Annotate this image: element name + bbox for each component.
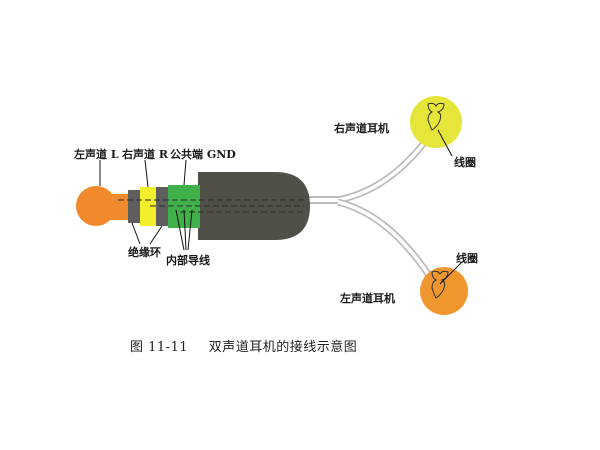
label-coil-bottom: 线圈 — [456, 252, 478, 265]
label-internal-wire: 内部导线 — [166, 254, 210, 267]
label-left-earphone: 左声道耳机 — [340, 292, 395, 305]
label-right-channel: 右声道 R — [122, 148, 168, 161]
label-left-channel: 左声道 L — [74, 148, 119, 161]
insulation-ring-1 — [128, 190, 140, 223]
label-right-earphone: 右声道耳机 — [334, 122, 389, 135]
caption-number: 图 11-11 — [130, 340, 189, 355]
cable-to-left-earphone — [337, 198, 435, 282]
right-earphone — [410, 96, 462, 148]
label-insulation-ring: 绝缘环 — [128, 246, 161, 259]
caption-text: 双声道耳机的接线示意图 — [208, 340, 358, 355]
cable-to-right-earphone — [337, 132, 433, 204]
coil-top-icon — [427, 102, 445, 131]
figure-caption: 图 11-11 双声道耳机的接线示意图 — [130, 336, 357, 355]
coil-bottom-icon — [431, 270, 449, 299]
label-ground: 公共端 GND — [170, 148, 236, 161]
label-coil-top: 线圈 — [454, 156, 476, 169]
left-earphone — [420, 267, 468, 315]
plug-ring-right — [140, 187, 156, 226]
